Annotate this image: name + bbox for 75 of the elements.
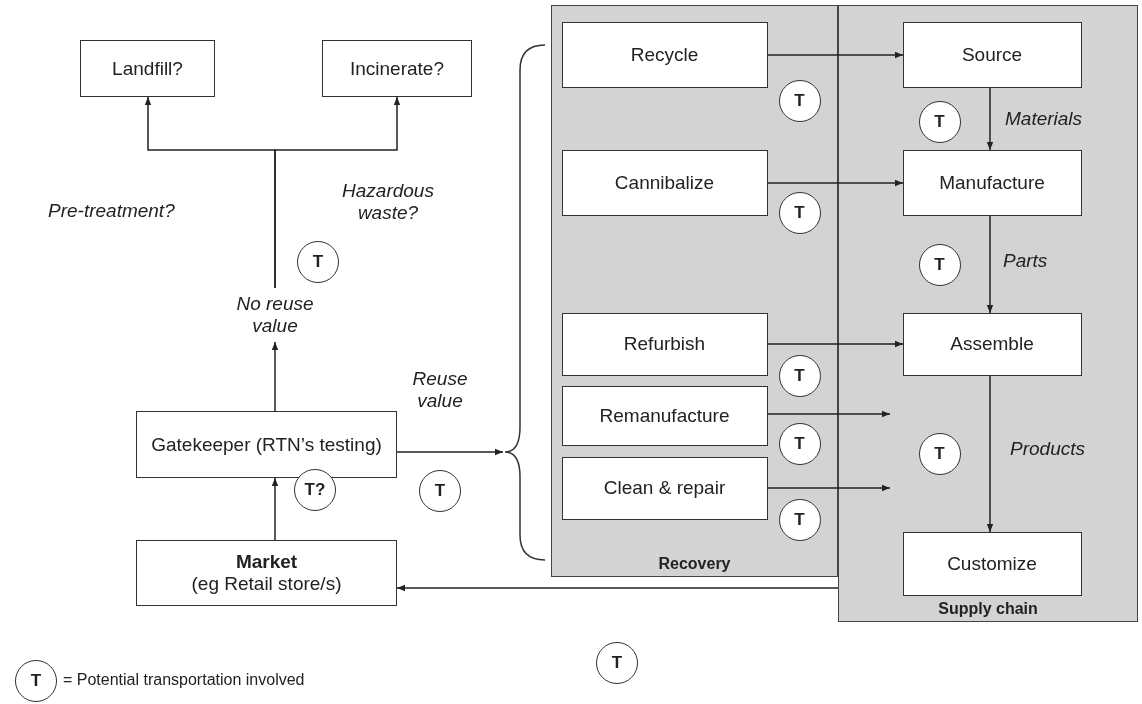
legend-text: = Potential transportation involved <box>63 671 305 689</box>
process-box <box>902 312 1082 376</box>
process-box <box>902 531 1082 596</box>
box-label: Landfill? <box>112 57 183 80</box>
panel-title: Supply chain <box>937 600 1039 618</box>
box-label: Manufacture <box>939 171 1045 194</box>
circle-label: T <box>934 111 945 132</box>
arrow <box>986 215 994 314</box>
box-label: Source <box>961 43 1023 66</box>
panel-title: Recovery <box>657 555 732 573</box>
box-label: Incinerate? <box>350 57 444 80</box>
process-box <box>561 385 768 446</box>
circle-label: T <box>794 433 805 454</box>
box-label: Recycle <box>630 43 699 66</box>
arrow <box>767 484 891 492</box>
box-label: Refurbish <box>623 333 706 355</box>
process-box <box>80 40 215 97</box>
circle-label: T <box>934 443 945 464</box>
box-label: Gatekeeper (RTN’s testing) <box>151 433 382 456</box>
circle-label: T <box>30 671 42 691</box>
process-box <box>902 21 1082 88</box>
box-label: Remanufacture <box>599 404 730 427</box>
process-box <box>136 540 397 606</box>
circle-label: T? <box>304 480 326 500</box>
process-box <box>561 21 768 88</box>
arrow <box>396 448 504 456</box>
process-box <box>322 40 472 97</box>
transport-circle <box>778 191 821 234</box>
flow-text: No reuse value <box>220 288 330 342</box>
circle-label: T <box>312 252 324 272</box>
note-text: Pre-treatment? <box>48 200 176 222</box>
group-panel <box>838 5 1138 622</box>
transport-circle <box>778 79 821 122</box>
arrow <box>767 340 904 348</box>
box-label: Assemble <box>950 333 1034 355</box>
transport-circle <box>297 241 339 283</box>
process-box <box>902 149 1082 216</box>
circle-label: T <box>794 509 805 530</box>
arrow <box>767 51 904 59</box>
arrow <box>767 179 904 187</box>
transport-circle <box>294 469 336 511</box>
transport-circle <box>918 243 961 286</box>
transport-circle <box>778 422 821 465</box>
transport-circle <box>778 498 821 541</box>
arrow <box>986 375 994 533</box>
arrow <box>986 87 994 151</box>
transport-circle <box>596 642 638 684</box>
circle-label: T <box>794 365 805 386</box>
process-box <box>561 312 768 376</box>
box-label: (eg Retail store/s) <box>191 573 342 595</box>
arrow <box>271 341 279 412</box>
circle-label: T <box>794 202 805 223</box>
process-box <box>136 411 397 478</box>
transport-circle <box>918 432 961 475</box>
box-label: Customize <box>947 552 1037 575</box>
transport-circle <box>419 470 461 512</box>
process-box <box>561 149 768 216</box>
circle-label: T <box>434 481 446 501</box>
arrow <box>274 96 401 289</box>
circle-label: T <box>611 653 623 673</box>
transport-circle <box>15 660 57 702</box>
circle-label: T <box>934 254 945 275</box>
group-panel <box>551 5 838 577</box>
transport-circle <box>918 100 961 143</box>
process-box <box>561 456 768 520</box>
arrow <box>767 410 891 418</box>
box-label: Clean & repair <box>603 477 726 499</box>
curly-brace <box>503 43 547 562</box>
box-label: Market <box>235 551 298 573</box>
transport-circle <box>778 354 821 397</box>
note-text: Hazardous waste? <box>341 180 435 224</box>
box-label: Cannibalize <box>614 171 715 194</box>
arrow <box>396 584 839 592</box>
arrow <box>271 477 279 541</box>
circle-label: T <box>794 90 805 111</box>
